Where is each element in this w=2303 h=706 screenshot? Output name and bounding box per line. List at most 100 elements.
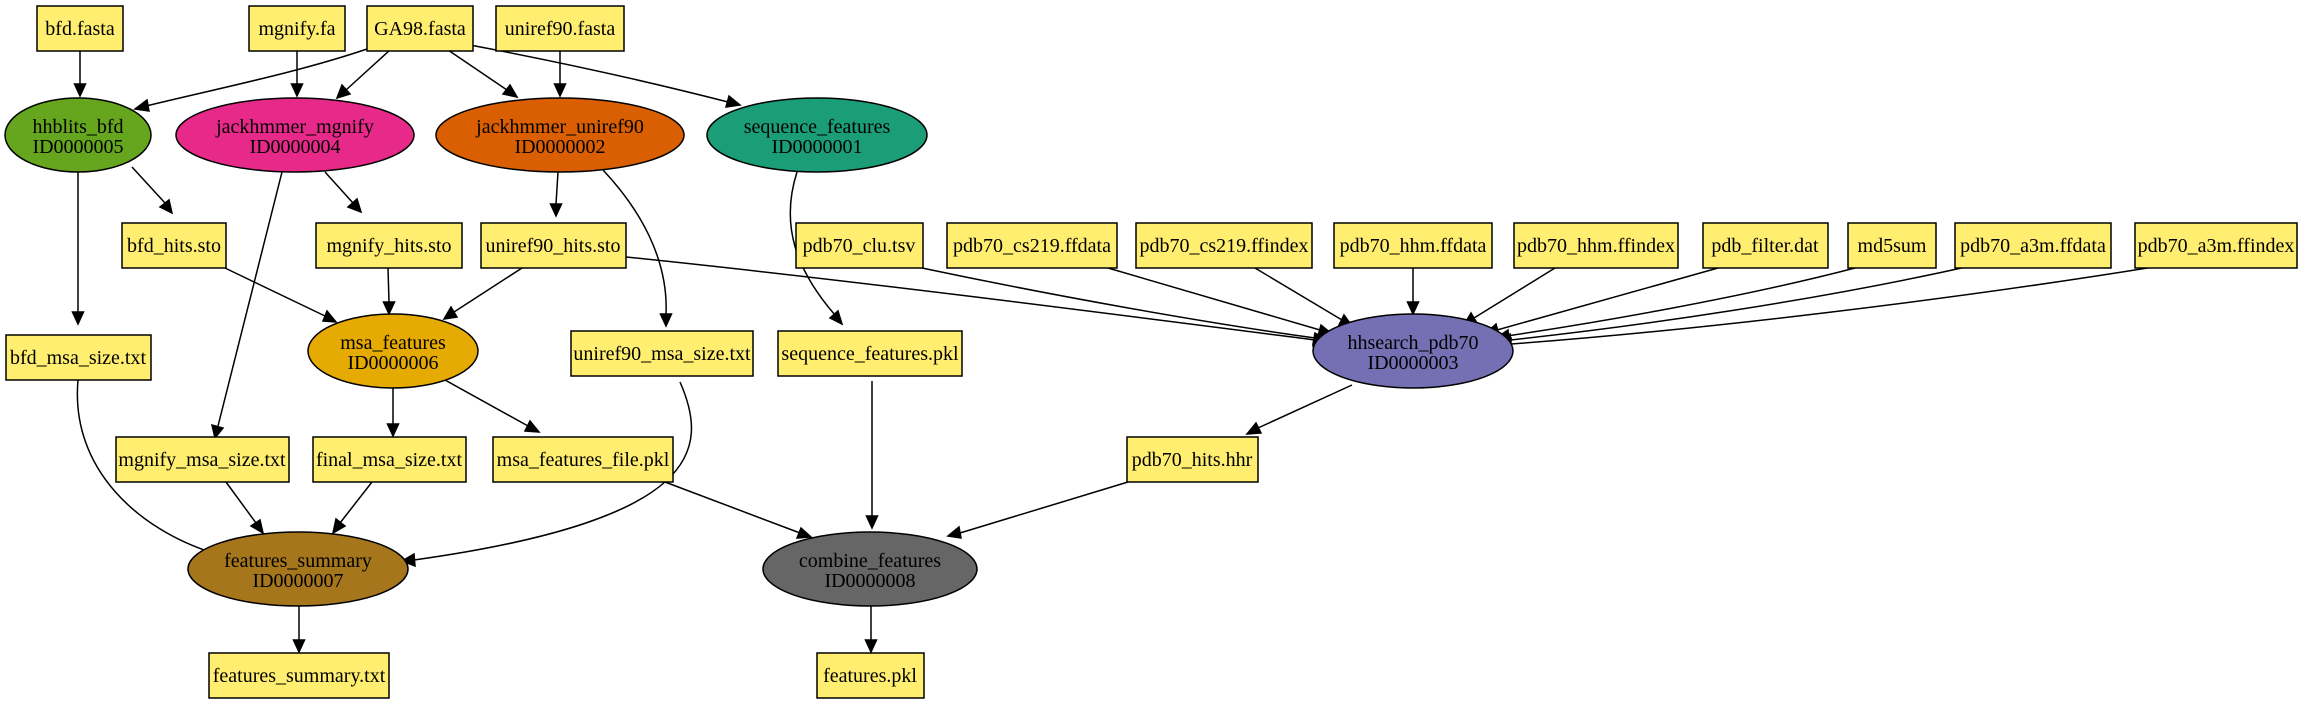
edge-jackhmmer-mgnify-to-mgnify-hits <box>324 171 354 204</box>
file-node-bfd-fasta: bfd.fasta <box>36 5 124 52</box>
file-node-pdb-filter: pdb_filter.dat <box>1702 222 1829 269</box>
arrowhead <box>73 83 87 98</box>
file-node-uniref90-hits: uniref90_hits.sto <box>480 222 627 269</box>
arrowhead <box>864 639 878 654</box>
process-node-features-summary: features_summary ID0000007 <box>187 531 409 607</box>
process-node-sequence-features: sequence_features ID0000001 <box>706 97 928 173</box>
arrowhead <box>523 419 541 433</box>
file-node-pdb70-cs219-ffdata: pdb70_cs219.ffdata <box>946 222 1118 269</box>
arrowhead <box>442 305 459 320</box>
arrowhead <box>321 309 338 323</box>
arrowhead <box>946 525 962 539</box>
process-name: msa_features <box>340 332 446 354</box>
file-node-md5sum: md5sum <box>1847 222 1937 269</box>
file-label: pdb70_hhm.ffindex <box>1517 235 1675 257</box>
arrowhead <box>71 311 85 326</box>
edge-msa-features-to-msa-features-file <box>444 379 529 427</box>
process-node-jackhmmer-uniref90: jackhmmer_uniref90 ID0000002 <box>435 97 685 173</box>
file-node-mgnify-hits: mgnify_hits.sto <box>315 222 463 269</box>
file-label: bfd.fasta <box>45 18 115 40</box>
arrowhead <box>724 94 742 108</box>
file-label: pdb70_hhm.ffdata <box>1340 235 1487 257</box>
arrowhead <box>501 83 519 99</box>
edge-msa-features-file-to-combine <box>664 481 801 534</box>
edge-sequence-features-to-pkl <box>789 171 836 316</box>
process-id: ID0000006 <box>347 352 438 374</box>
arrowhead <box>290 83 304 98</box>
arrowhead <box>382 301 396 316</box>
file-node-uniref90-msa-size: uniref90_msa_size.txt <box>570 330 754 377</box>
process-node-jackhmmer-mgnify: jackhmmer_mgnify ID0000004 <box>175 97 415 173</box>
edge-mgnify-hits-to-msa-features <box>387 267 390 303</box>
file-label: GA98.fasta <box>374 18 466 40</box>
process-ellipse <box>4 97 152 173</box>
file-label: pdb70_a3m.ffindex <box>2138 235 2295 257</box>
arrowhead <box>331 517 347 535</box>
file-node-pdb70-clu: pdb70_clu.tsv <box>795 222 924 269</box>
file-label: mgnify_msa_size.txt <box>118 449 286 471</box>
arrowhead <box>158 198 174 215</box>
arrowhead <box>659 313 673 328</box>
edge-ga98-to-jackhmmer-mgnify <box>345 49 391 91</box>
edge-final-msa-size-to-features-summary <box>339 481 373 524</box>
process-ellipse <box>706 97 928 173</box>
edge-ga98-to-hhblits <box>145 47 371 107</box>
file-label: features_summary.txt <box>213 665 386 687</box>
file-node-mgnify-msa-size: mgnify_msa_size.txt <box>115 436 290 483</box>
file-label: msa_features_file.pkl <box>497 449 670 471</box>
edge-pdb70-clu-to-hhsearch <box>921 267 1316 339</box>
process-ellipse <box>307 313 479 389</box>
edge-pdb70-hhm-ffindex-to-hhsearch <box>1473 267 1556 319</box>
edge-pdb70-cs219-ffindex-to-hhsearch <box>1254 267 1343 321</box>
edge-pdb70-a3m-ffindex-to-hhsearch <box>1510 265 2161 345</box>
edge-pdb70-a3m-ffdata-to-hhsearch <box>1509 264 1976 341</box>
process-ellipse <box>762 531 978 607</box>
process-name: combine_features <box>799 550 941 572</box>
edge-uniref90-hits-to-hhsearch <box>625 256 1316 341</box>
file-label: pdb70_clu.tsv <box>803 235 916 257</box>
file-label: pdb70_a3m.ffdata <box>1960 235 2106 257</box>
process-id: ID0000002 <box>514 136 605 158</box>
file-label: pdb_filter.dat <box>1711 235 1819 257</box>
file-nodes: bfd.fasta mgnify.fa GA98.fasta uniref90.… <box>5 5 2298 699</box>
process-nodes: hhblits_bfd ID0000005 jackhmmer_mgnify I… <box>4 97 1514 607</box>
arrowhead <box>292 639 306 654</box>
process-node-combine-features: combine_features ID0000008 <box>762 531 978 607</box>
arrowhead <box>335 83 352 100</box>
process-name: features_summary <box>224 550 372 572</box>
arrowhead <box>549 203 563 218</box>
process-name: hhblits_bfd <box>32 116 123 138</box>
file-node-pdb70-hhm-ffdata: pdb70_hhm.ffdata <box>1333 222 1493 269</box>
file-label: features.pkl <box>823 665 917 687</box>
edge-jackhmmer-uniref90-to-uniref90-hits <box>555 171 559 205</box>
file-node-pdb70-a3m-ffdata: pdb70_a3m.ffdata <box>1954 222 2112 269</box>
file-node-pdb70-a3m-ffindex: pdb70_a3m.ffindex <box>2134 222 2298 269</box>
edge-uniref90-hits-to-msa-features <box>453 267 523 313</box>
file-node-bfd-msa-size: bfd_msa_size.txt <box>5 334 152 381</box>
file-label: uniref90.fasta <box>505 18 616 40</box>
edge-md5sum-to-hhsearch <box>1506 267 1856 337</box>
file-node-sequence-features-pkl: sequence_features.pkl <box>777 330 963 377</box>
arrowhead <box>400 552 416 568</box>
arrowhead <box>795 526 813 539</box>
file-node-pdb70-hits: pdb70_hits.hhr <box>1126 436 1259 483</box>
arrowhead <box>828 309 844 326</box>
arrowhead <box>249 518 265 535</box>
edge-hhblits-to-bfd-hits <box>131 166 166 204</box>
process-id: ID0000004 <box>249 136 340 158</box>
edge-bfd-msa-size-to-features-summary <box>76 379 214 554</box>
arrowhead <box>386 423 400 438</box>
edge-mgnify-msa-size-to-features-summary <box>225 481 257 524</box>
edge-pdb-filter-to-hhsearch <box>1496 267 1719 331</box>
file-node-ga98-fasta: GA98.fasta <box>366 5 474 52</box>
edges <box>71 44 2161 654</box>
process-id: ID0000003 <box>1367 352 1458 374</box>
file-label: sequence_features.pkl <box>781 343 959 365</box>
process-node-hhsearch-pdb70: hhsearch_pdb70 ID0000003 <box>1312 313 1514 389</box>
arrowhead <box>346 197 363 214</box>
arrowhead <box>210 423 225 440</box>
file-node-features-summary-txt: features_summary.txt <box>208 652 390 699</box>
file-node-pdb70-cs219-ffindex: pdb70_cs219.ffindex <box>1135 222 1313 269</box>
edge-bfd-hits-to-msa-features <box>224 267 326 317</box>
